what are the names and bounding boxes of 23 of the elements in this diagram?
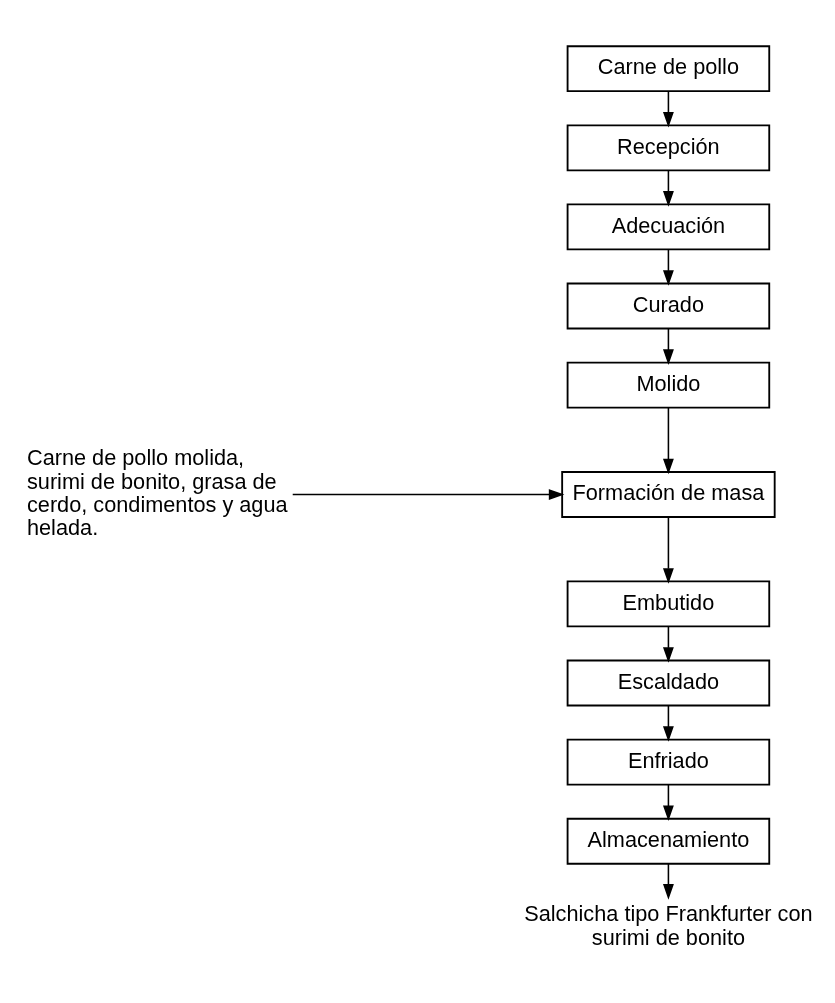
node-box: Curado (566, 282, 771, 330)
arrow (662, 169, 674, 207)
node-box: Recepción (566, 124, 771, 172)
node-box: Formación de masa (561, 471, 776, 518)
node-box: Carne de pollo (566, 45, 771, 93)
node-text: Salchicha tipo Frankfurter con surimi de bonito (524, 901, 813, 950)
arrow (662, 328, 674, 365)
arrow (662, 516, 674, 584)
arrow (662, 862, 674, 900)
arrow (291, 489, 565, 500)
node-box: Adecuación (566, 203, 771, 251)
arrow (662, 704, 674, 742)
node-text: Carne de pollo molida, surimi de bonito, grasa de cerdo, condimentos y agua helada. (26, 445, 288, 541)
arrow (662, 90, 674, 128)
arrow (662, 784, 674, 821)
node-box: Almacenamiento (566, 817, 771, 865)
node-box: Molido (566, 361, 771, 409)
arrow (662, 248, 674, 286)
node-box: Embutido (566, 580, 771, 628)
arrow (662, 406, 674, 475)
node-box: Enfriado (566, 738, 771, 786)
node-box: Escaldado (566, 659, 771, 707)
arrow (662, 625, 674, 663)
